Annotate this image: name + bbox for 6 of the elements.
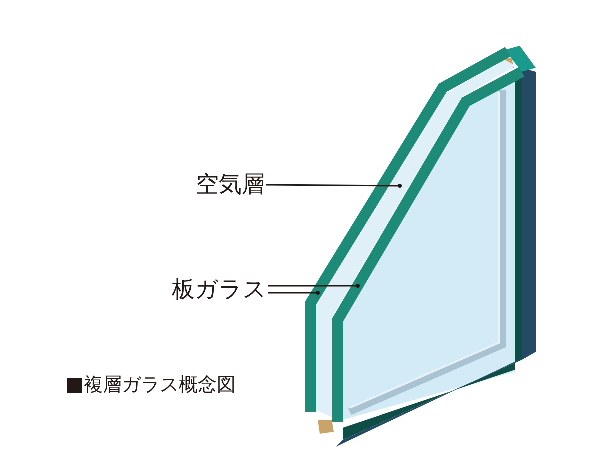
callout-label: 板ガラス — [172, 276, 267, 304]
leader-line — [266, 184, 402, 188]
caption: 複層ガラス概念図 — [84, 373, 236, 397]
leader-line — [268, 291, 320, 295]
leader-line — [268, 284, 360, 288]
callout-label: 空気層 — [196, 171, 265, 199]
